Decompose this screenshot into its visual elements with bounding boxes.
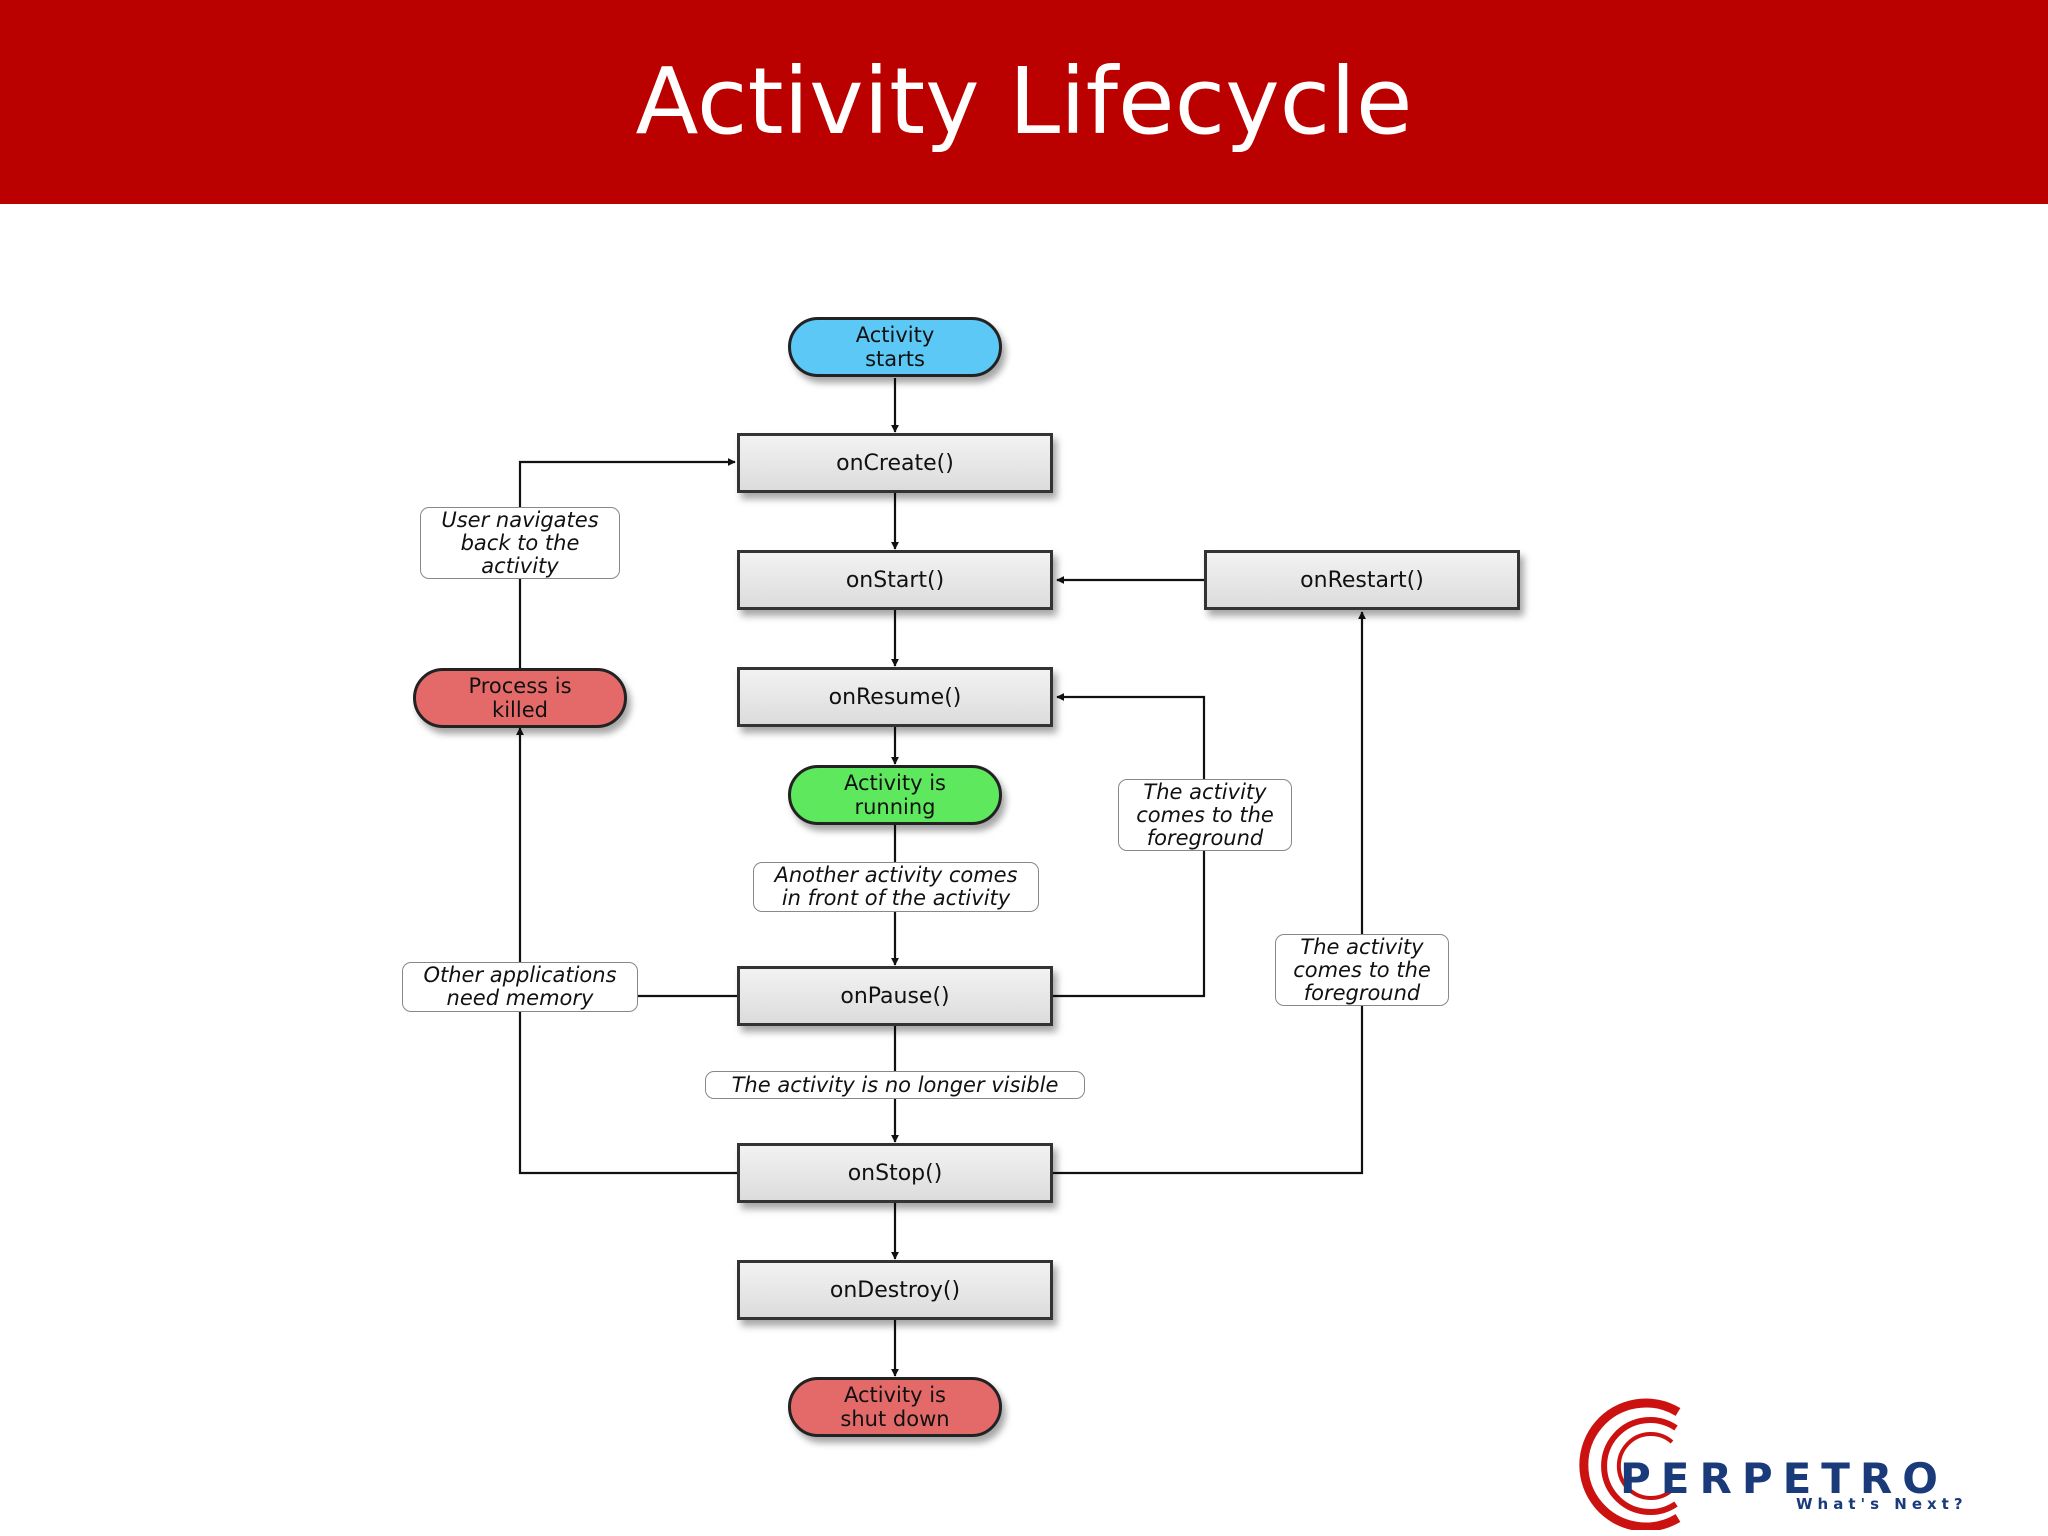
arrow-onstop-to-onrestart xyxy=(1053,611,1366,1175)
node-onresume: onResume() xyxy=(737,667,1053,727)
node-activity-shut-down: Activity is shut down xyxy=(788,1377,1002,1437)
node-activity-starts: Activity starts xyxy=(788,317,1002,377)
note-no-longer-visible: The activity is no longer visible xyxy=(705,1071,1085,1099)
slide-title: Activity Lifecycle xyxy=(635,48,1413,155)
node-process-killed: Process is killed xyxy=(413,668,627,728)
node-oncreate: onCreate() xyxy=(737,433,1053,493)
arrow-killed-to-oncreate xyxy=(518,458,736,668)
arrow-onpause-to-killed xyxy=(516,727,737,998)
note-user-navigates-back: User navigates back to the activity xyxy=(420,507,620,579)
node-ondestroy: onDestroy() xyxy=(737,1260,1053,1320)
title-bar: Activity Lifecycle xyxy=(0,0,2048,204)
perpetro-logo-mark xyxy=(1579,1398,1681,1530)
note-other-apps-memory: Other applications need memory xyxy=(402,962,638,1012)
line-onstop-to-killed xyxy=(518,996,737,1175)
note-comes-foreground-resume: The activity comes to the foreground xyxy=(1118,779,1292,851)
node-onstop: onStop() xyxy=(737,1143,1053,1203)
node-activity-running: Activity is running xyxy=(788,765,1002,825)
note-another-activity: Another activity comes in front of the a… xyxy=(753,862,1039,912)
logo-name: PERPETRO xyxy=(1620,1454,1948,1503)
logo-tagline: What's Next? xyxy=(1796,1495,1968,1513)
node-onrestart: onRestart() xyxy=(1204,550,1520,610)
node-onstart: onStart() xyxy=(737,550,1053,610)
node-onpause: onPause() xyxy=(737,966,1053,1026)
note-comes-foreground-restart: The activity comes to the foreground xyxy=(1275,934,1449,1006)
